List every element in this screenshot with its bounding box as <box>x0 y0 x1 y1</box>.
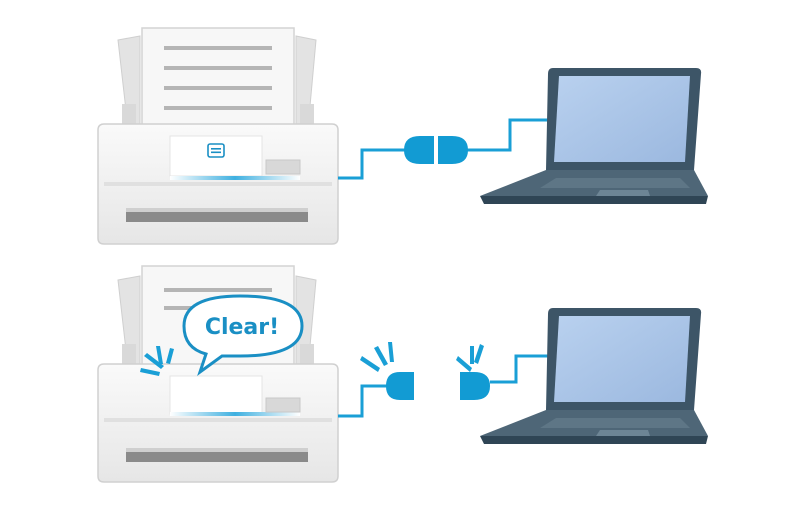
laptop-top <box>480 68 708 204</box>
scan-button-icon <box>207 143 225 158</box>
usb-cable-connected-icon <box>338 118 548 180</box>
scanner-top <box>97 27 339 245</box>
usb-cable-disconnected-icon <box>338 354 548 418</box>
speech-bubble-icon: Clear! <box>182 294 304 376</box>
spark-burst-icon <box>360 342 484 372</box>
paper-sheet <box>141 27 295 137</box>
spark-burst-icon <box>140 346 174 376</box>
laptop-bottom <box>480 308 708 444</box>
bubble-text: Clear! <box>205 315 279 340</box>
